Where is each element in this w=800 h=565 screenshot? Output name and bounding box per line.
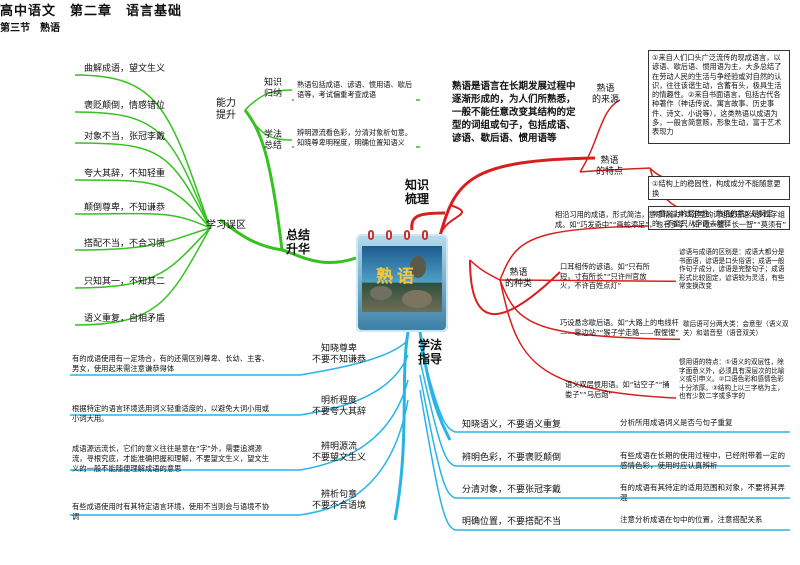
guanyongyu-note: 惯用语的特点：①语义的双层性，除字面意义外，必须具有深层次的比喻义或引申义。②口… xyxy=(676,356,792,412)
summary-method-label: 学法 总结 xyxy=(264,130,282,152)
method-right-text: 注意分析成语在句中的位置，注意搭配关系 xyxy=(620,515,788,525)
chengyu-text: 相沿习用的成语，形式简洁，意思精辟并以定型的词组或短语大多四字组成。如“巧发奇中… xyxy=(555,210,795,229)
center-label: 熟语 xyxy=(376,262,418,287)
source-label: 熟语 的来源 xyxy=(592,84,619,106)
method-left-label: 辨明源流 不要望文生义 xyxy=(312,442,366,464)
method-left-text: 成语源远流长，它们的意义往往是意在“字”外，需要追溯源流，寻根究底，才能准确把握… xyxy=(72,444,272,473)
mistake-item: 只知其一，不知其二 xyxy=(84,277,165,288)
binder-ring xyxy=(404,230,410,240)
yanyu-text: 口耳相传的谚语。如“只有所短，寸有所长”“只许州官放火，不许百姓点灯” xyxy=(560,262,660,291)
method-left-label: 明析程度 不要夸大其辞 xyxy=(312,396,366,418)
branch-knowledge: 知识 梳理 xyxy=(405,178,429,206)
mistakes-label: 学习误区 xyxy=(206,220,246,231)
branch-method: 学法 指导 xyxy=(418,338,442,366)
mistake-item: 语义重复，自相矛盾 xyxy=(84,314,165,325)
kinds-label: 熟语 的种类 xyxy=(505,268,532,290)
binder-ring xyxy=(386,230,392,240)
summary-method-text: 辨明源流看色彩，分清对象析句意。知晓尊卑明程度，明确位置知语义 xyxy=(294,126,416,150)
mistake-item: 对象不当，张冠李戴 xyxy=(84,132,165,143)
method-right-text: 有些成语在长期的使用过程中，已经附带着一定的感情色彩，使用时应认真辨析 xyxy=(620,451,788,471)
method-right-text: 分析所用成语词义是否与句子重复 xyxy=(620,418,788,428)
method-right-label: 分清对象，不要张冠李戴 xyxy=(462,485,561,496)
source-box: ①来自人们口头广泛流传的现成语言，以谚语、歇后语、惯用语为主，大多总结了在劳动人… xyxy=(648,50,790,144)
feature-label: 熟语 的特点 xyxy=(596,156,623,178)
ability-label: 能力 提升 xyxy=(216,98,236,122)
xiehouyu-note: 歇后语可分两大类：会意型（语义双关）和谐音型（语音双关） xyxy=(680,318,792,346)
mistake-item: 褒贬颠倒，情感错位 xyxy=(84,101,165,112)
branch-summary: 总结 升华 xyxy=(286,228,310,256)
guanyongyu-text: 语义双层惯用语。如“钻空子”“捅娄子”“马后炮” xyxy=(565,380,675,399)
method-right-label: 明确位置，不要搭配不当 xyxy=(462,517,561,528)
mistake-item: 颠倒尊卑，不知谦恭 xyxy=(84,203,165,214)
method-left-text: 根据特定的语言环境选用词义轻重适度的，以避免大词小用或小词大用。 xyxy=(72,404,272,424)
definition-text: 熟语是语言在长期发展过程中逐渐形成的，为人们所熟悉，一般不能任意改变其结构的定型… xyxy=(452,80,582,145)
summary-knowledge-text: 熟语包括成语、谚语、惯用语、歇后语等，考试偏重考查成语 xyxy=(294,78,416,102)
xiehouyu-text: 巧设悬念歇后语。如“大路上的电线杆——靠边站”“猴子学走路——假惺惺” xyxy=(560,318,680,337)
method-right-label: 知晓语义，不要语义重复 xyxy=(462,420,561,431)
yanyu-note: 谚语与成语的区别是：成语大都分是书面语，谚语是口头俗语；成语一般作句子成分，谚语… xyxy=(676,246,792,302)
mistake-item: 搭配不当，不合习惯 xyxy=(84,239,165,250)
mistake-item: 曲解成语，望文生义 xyxy=(84,64,165,75)
feature-1-box: ①结构上的稳固性，构成成分不能随意更换 xyxy=(648,176,790,200)
method-left-label: 辨析句意 不要不合语境 xyxy=(312,490,366,512)
summary-knowledge-label: 知识 归纳 xyxy=(264,78,282,100)
method-left-label: 知晓尊卑 不要不知谦恭 xyxy=(312,344,366,366)
mistake-item: 夸大其辞，不知轻重 xyxy=(84,169,165,180)
method-left-text: 有些成语使用时有其特定语言环境，使用不当则会与语境不协调 xyxy=(72,502,272,522)
method-left-text: 有的成语使用有一定场合，有的还需区别尊卑、长幼、主客、男女，使用起来需注意谦恭得… xyxy=(72,354,272,374)
binder-ring xyxy=(368,230,374,240)
center-node: 熟语 xyxy=(356,234,448,332)
binder-ring xyxy=(422,230,428,240)
method-right-label: 辨明色彩，不要褒贬颠倒 xyxy=(462,453,561,464)
method-right-text: 有的成语有其特定的适用范围和对象，不要将其弄混 xyxy=(620,483,788,503)
